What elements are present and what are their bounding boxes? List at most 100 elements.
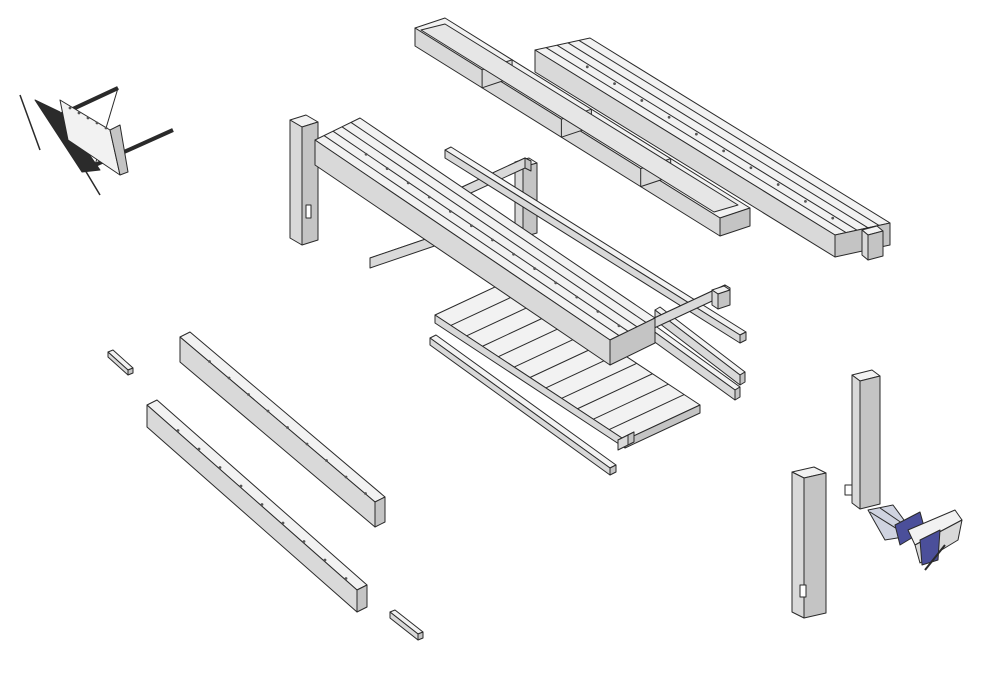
top-face: [146, 399, 368, 591]
dog-hole: [104, 126, 108, 130]
long-rail-lower: [146, 399, 368, 613]
end-face: [356, 584, 368, 613]
vise-board-end: [109, 124, 129, 176]
dog-hole: [247, 393, 250, 396]
dog-hole: [77, 111, 81, 115]
dog-hole: [95, 121, 99, 125]
dog-hole: [227, 376, 231, 380]
slat-line: [578, 39, 880, 226]
side-face: [867, 230, 884, 261]
slat-line: [545, 47, 847, 234]
side-face: [289, 119, 303, 246]
stretchers-right: [644, 284, 746, 401]
leg-right-rear: [844, 369, 881, 510]
side-face: [803, 472, 827, 619]
dog-hole: [260, 503, 264, 506]
dog-hole: [208, 360, 211, 363]
dog-hole: [239, 484, 243, 488]
slat-line: [567, 42, 869, 229]
vise-handle: [19, 94, 41, 151]
dog-hole: [512, 252, 515, 256]
dog-hole: [302, 540, 306, 543]
slat-line: [350, 121, 647, 323]
dog-hole: [364, 152, 368, 156]
end-face: [627, 431, 635, 446]
dog-hole: [831, 216, 835, 220]
end-face: [739, 331, 747, 344]
dog-hole: [218, 466, 222, 469]
end-face: [417, 631, 424, 641]
slat-gap: [593, 383, 669, 420]
side-face: [851, 374, 861, 510]
slat-gap: [608, 394, 685, 431]
mortise-slot: [799, 584, 807, 598]
dog-hole: [470, 224, 473, 228]
dog-hole: [575, 295, 579, 299]
dog-hole: [68, 106, 72, 110]
dog-hole: [344, 577, 348, 580]
dog-hole: [344, 475, 348, 479]
mortise-slot: [305, 204, 312, 219]
dog-hole: [427, 195, 431, 199]
dog-hole: [533, 267, 537, 270]
vise-right: [867, 504, 963, 571]
side-face: [179, 336, 376, 528]
tray-floor: [420, 23, 739, 213]
slat-line: [556, 44, 858, 231]
side-face: [711, 289, 719, 310]
dog-hole: [305, 442, 309, 446]
end-face: [609, 317, 656, 366]
leg-left-front: [289, 114, 319, 246]
bench-top-front: [314, 117, 656, 366]
dog-hole: [776, 183, 780, 186]
long-rail-upper: [179, 331, 386, 528]
dog-hole: [585, 65, 589, 69]
leg-right-front: [791, 466, 827, 619]
end-face: [524, 157, 532, 172]
side-face: [146, 404, 358, 613]
shelf-rail: [429, 334, 617, 476]
mortise-slot: [844, 484, 853, 496]
dog-hole: [667, 115, 671, 119]
dog-hole: [385, 167, 389, 170]
dog-hole: [364, 492, 367, 495]
bench-top-rear: [534, 37, 891, 261]
vise-handle: [924, 544, 946, 571]
dog-hole: [176, 429, 180, 432]
end-face: [374, 496, 386, 528]
vise-left: [19, 86, 174, 196]
dog-hole: [86, 116, 90, 120]
dog-hole: [613, 82, 616, 86]
side-face: [861, 229, 869, 261]
dog-hole: [617, 324, 621, 328]
dog-hole: [491, 238, 494, 242]
dog-hole: [694, 132, 698, 136]
side-face: [717, 289, 731, 310]
dog-hole: [448, 210, 452, 213]
dog-hole: [266, 409, 270, 413]
slat-gap: [561, 362, 637, 399]
dog-hole: [749, 166, 753, 170]
end-face: [609, 464, 617, 476]
end-face: [127, 367, 134, 376]
slat-line: [332, 130, 629, 332]
side-face: [534, 49, 836, 258]
dog-hole: [804, 199, 807, 203]
dog-hole: [640, 99, 644, 102]
dog-hole: [596, 310, 600, 313]
end-face: [734, 386, 741, 401]
dog-hole: [286, 426, 289, 429]
dog-hole: [554, 281, 558, 285]
wedge-peg-left: [107, 349, 134, 376]
dog-hole: [406, 181, 410, 185]
end-frame: [369, 146, 747, 344]
end-face: [719, 207, 751, 237]
slat-line: [341, 126, 638, 328]
dog-hole: [325, 459, 328, 462]
wedge-peg-right: [389, 609, 424, 641]
tool-tray: [414, 17, 751, 237]
dog-hole: [281, 521, 285, 525]
dog-hole: [722, 149, 726, 153]
